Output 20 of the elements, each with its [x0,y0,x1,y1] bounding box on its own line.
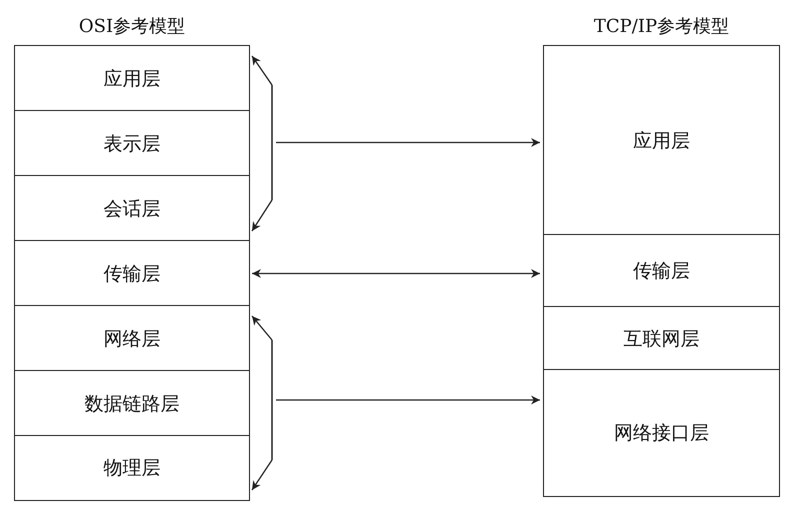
layer-box: 应用层 [14,45,250,112]
arrow [251,200,273,232]
layer-box: 传输层 [543,234,780,308]
layer-box: 网络层 [14,305,250,372]
arrow [252,316,272,340]
layer-box: 互联网层 [543,306,780,371]
layer-box: 物理层 [14,435,250,501]
arrow [251,56,273,86]
arrow [276,396,540,404]
layer-box: 会话层 [14,175,250,242]
layer-box: 数据链路层 [14,370,250,437]
arrow [251,460,273,490]
column-title: TCP/IP参考模型 [594,15,730,38]
arrow [276,138,540,147]
arrow [252,269,540,278]
layer-box: 表示层 [14,110,250,177]
column-title: OSI参考模型 [78,15,186,38]
layer-box: 网络接口层 [543,369,780,497]
layer-box: 传输层 [14,240,250,307]
layer-box: 应用层 [543,45,780,236]
